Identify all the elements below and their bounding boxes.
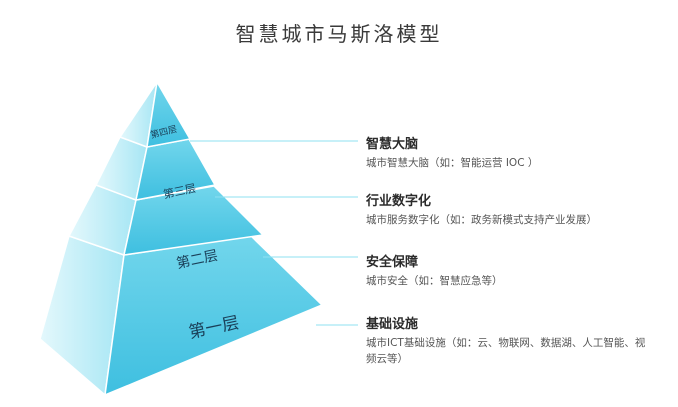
layer-4-title: 智慧大脑 [366,137,419,152]
layer-4-desc: 城市智慧大脑（如：智能运营 IOC ） [366,157,539,169]
layer-3-description: 行业数字化 城市服务数字化（如：政务新模式支持产业发展） [366,190,666,228]
layer-2-title: 安全保障 [366,255,419,270]
layer-1-title: 基础设施 [366,317,419,332]
layer-1-desc: 城市ICT基础设施（如：云、物联网、数据湖、人工智能、视频云等） [366,337,646,365]
layer-4-shape [118,79,192,149]
layer-4-description: 智慧大脑 城市智慧大脑（如：智能运营 IOC ） [366,133,666,171]
layer-3-shape [94,136,217,202]
layer-3-desc: 城市服务数字化（如：政务新模式支持产业发展） [366,214,597,226]
layer-2-description: 安全保障 城市安全（如：智慧应急等） [366,251,666,289]
layer-2-shape [67,184,265,256]
layer-2-desc: 城市安全（如：智慧应急等） [366,275,503,287]
layer-3-title: 行业数字化 [366,194,432,209]
diagram-title: 智慧城市马斯洛模型 [235,22,443,46]
layer-1-description: 基础设施 城市ICT基础设施（如：云、物联网、数据湖、人工智能、视频云等） [366,313,651,367]
